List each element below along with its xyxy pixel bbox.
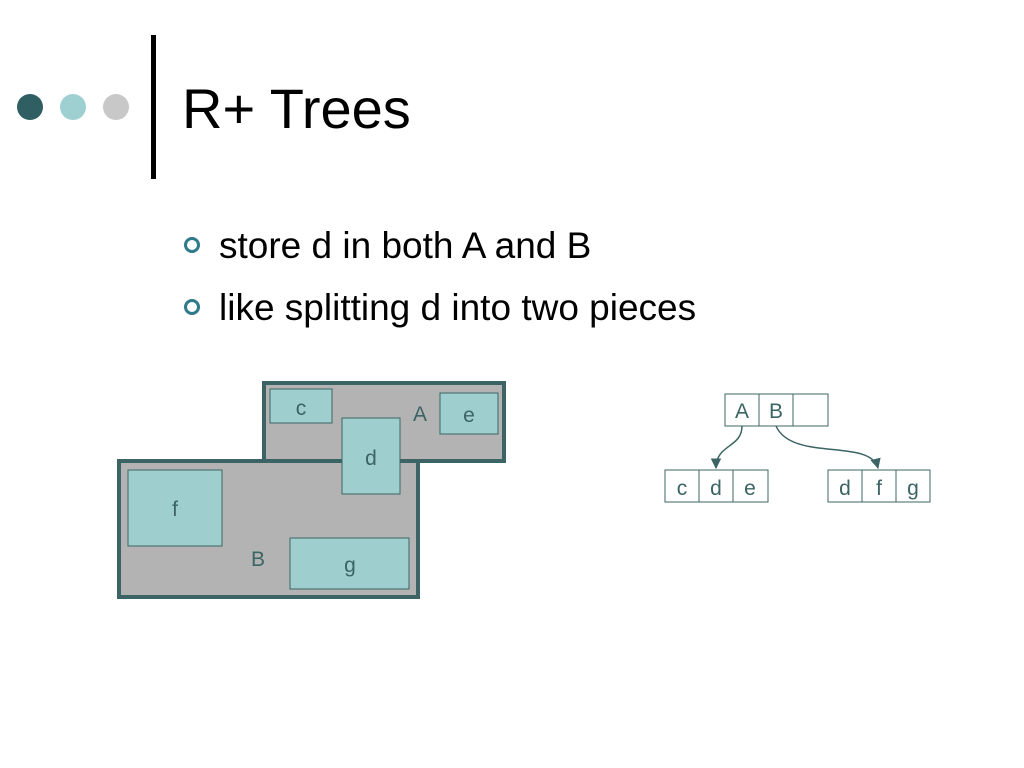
object-d bbox=[341, 417, 401, 495]
slide-title: R+ Trees bbox=[182, 77, 411, 140]
leaf-A-cell-d bbox=[698, 469, 734, 503]
object-g-label: g bbox=[344, 554, 356, 577]
object-e-label: e bbox=[463, 404, 475, 427]
leaf-A-cell-e bbox=[732, 469, 769, 503]
object-e bbox=[439, 392, 499, 435]
title-divider bbox=[151, 35, 156, 179]
leaf-A-cell-c bbox=[664, 469, 700, 503]
bullet-text: like splitting d into two pieces bbox=[219, 287, 697, 328]
object-f bbox=[127, 469, 223, 547]
leaf-B-cell-d bbox=[827, 469, 863, 503]
decoration-dot-gray bbox=[103, 94, 129, 120]
leaf-B-entry-f: f bbox=[876, 477, 882, 500]
tree-structure: A B c d e d f g bbox=[664, 393, 931, 503]
leaf-B-entry-g: g bbox=[907, 477, 919, 500]
root-entry-B: B bbox=[769, 400, 783, 423]
region-A-label: A bbox=[413, 403, 427, 426]
region-B-label: B bbox=[251, 548, 265, 571]
leaf-B-entry-d: d bbox=[839, 477, 851, 500]
leaf-A-entry-d: d bbox=[710, 477, 722, 500]
root-cell-A bbox=[724, 393, 760, 427]
root-cell-empty bbox=[792, 393, 829, 427]
decoration-dot-dark bbox=[17, 94, 43, 120]
bullet-list: store d in both A and B like splitting d… bbox=[183, 220, 696, 344]
spatial-regions: c e d f g A B bbox=[117, 381, 506, 599]
bullet-item: store d in both A and B bbox=[183, 220, 696, 282]
object-g bbox=[289, 537, 410, 590]
leaf-B-cell-g bbox=[895, 469, 931, 503]
bullet-item: like splitting d into two pieces bbox=[183, 282, 696, 344]
pointer-arrow-B bbox=[775, 425, 881, 470]
decoration-dot-light-teal bbox=[60, 94, 86, 120]
object-f-label: f bbox=[172, 498, 178, 521]
object-c-label: c bbox=[296, 397, 307, 420]
pointer-arrow-A bbox=[710, 425, 743, 470]
bullet-text: store d in both A and B bbox=[219, 225, 592, 266]
leaf-A-entry-e: e bbox=[744, 477, 756, 500]
leaf-B-cell-f bbox=[861, 469, 897, 503]
root-entry-A: A bbox=[735, 400, 749, 423]
object-c bbox=[269, 388, 333, 424]
bullet-ring-icon bbox=[184, 299, 200, 315]
object-d-label: d bbox=[365, 447, 377, 470]
leaf-A-entry-c: c bbox=[677, 477, 688, 500]
bullet-ring-icon bbox=[184, 237, 200, 253]
